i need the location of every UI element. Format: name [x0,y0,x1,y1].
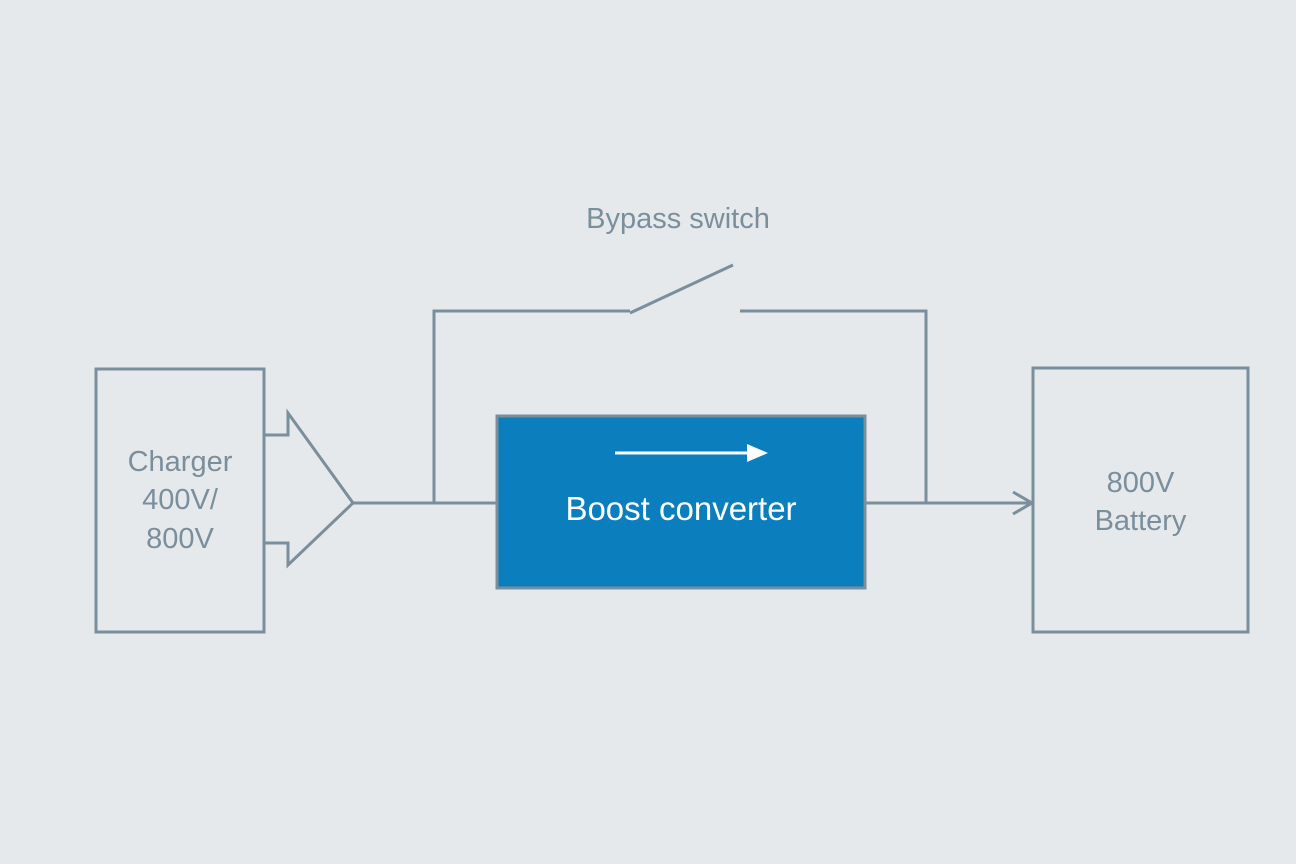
bypass-switch-blade-icon[interactable] [629,263,734,315]
bypass-wire-left [432,309,630,503]
bypass-wire-right [740,309,928,503]
boost-converter-box[interactable] [495,414,867,590]
charger-output-chevron-icon [264,408,355,569]
battery-box[interactable] [1031,366,1250,634]
charger-box[interactable] [94,367,266,634]
boost-converter-flow-arrow-icon [615,444,768,462]
